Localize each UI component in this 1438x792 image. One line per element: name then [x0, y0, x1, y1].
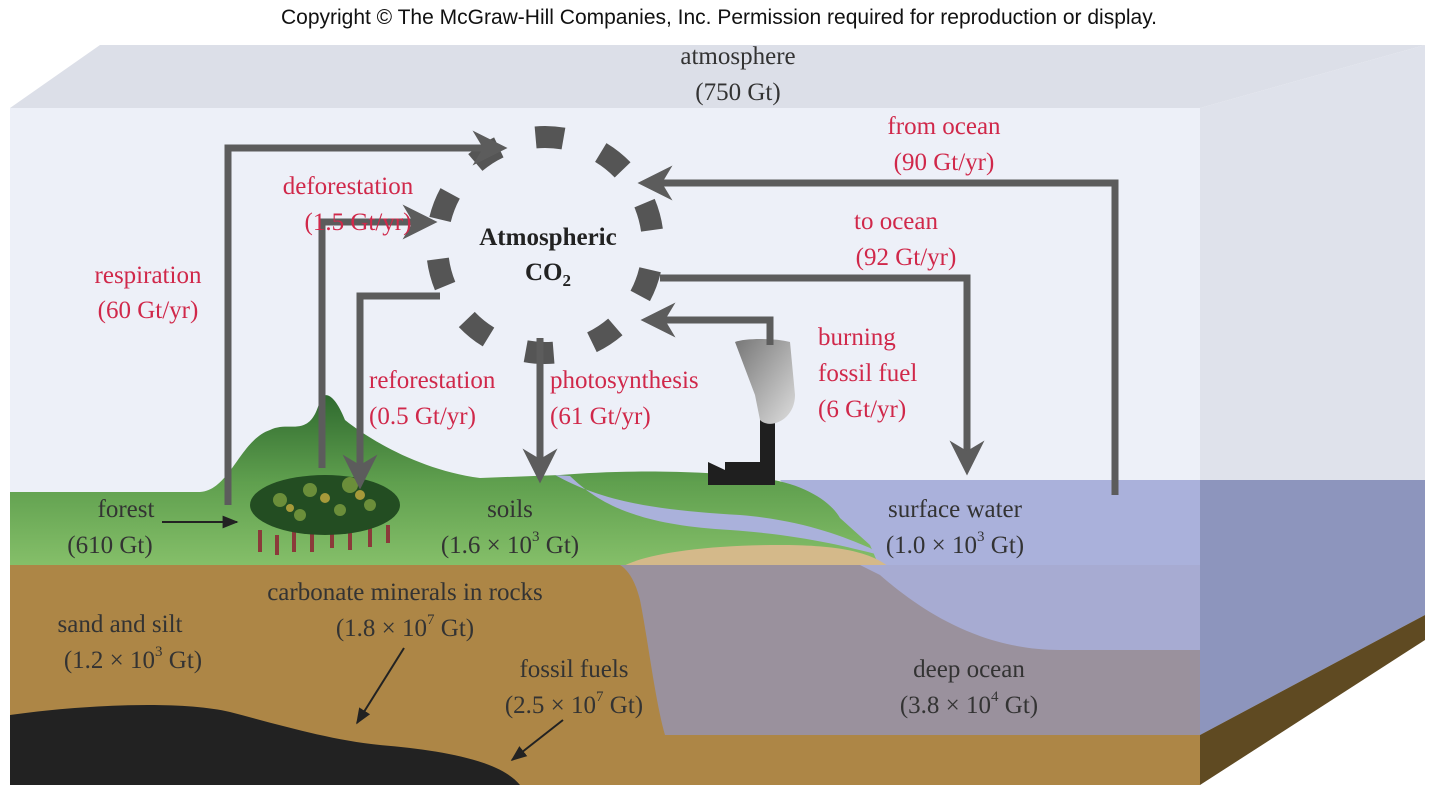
- fossil-fuels-amount: (2.5 × 107 Gt): [505, 689, 643, 719]
- to-ocean-rate: (92 Gt/yr): [856, 244, 957, 271]
- burning-rate: (6 Gt/yr): [818, 396, 906, 423]
- surface-water-label: surface water: [888, 496, 1023, 523]
- fossil-fuels-pointer-arrow: [510, 719, 564, 761]
- forest-label: forest: [98, 496, 155, 523]
- box-top-face: [10, 45, 1425, 108]
- respiration-rate: (60 Gt/yr): [98, 297, 199, 324]
- factory-icon: [708, 339, 795, 485]
- carbonate-pointer-arrow: [356, 647, 405, 725]
- surface-water: [780, 480, 1200, 568]
- to-ocean-label: to ocean: [854, 208, 938, 235]
- right-face-ground: [1200, 615, 1425, 785]
- atmosphere-label: atmosphere: [680, 43, 795, 70]
- reforestation-label: reforestation: [369, 367, 496, 394]
- right-face-water: [1200, 480, 1425, 735]
- to-ocean-arrow: [660, 274, 985, 476]
- atmosphere-amount: (750 Gt): [695, 79, 780, 106]
- beach: [620, 545, 890, 568]
- copyright-notice: Copyright © The McGraw-Hill Companies, I…: [280, 6, 1158, 29]
- forest-trees: [250, 475, 400, 555]
- carbonate-amount: (1.8 × 107 Gt): [336, 612, 474, 642]
- fossil-fuel-deposit: [10, 704, 520, 785]
- burning-fossil-fuel-arrow: [640, 302, 774, 345]
- surface-water-amount: (1.0 × 103 Gt): [886, 529, 1024, 559]
- soils-label: soils: [487, 496, 533, 523]
- atmospheric-co2-label: Atmospheric: [479, 224, 616, 251]
- photosynthesis-rate: (61 Gt/yr): [550, 403, 651, 430]
- fossil-fuel-label: fossil fuel: [818, 360, 917, 387]
- sand-silt-label: sand and silt: [58, 611, 183, 638]
- co2-label: CO2: [525, 259, 571, 290]
- deep-ocean-label: deep ocean: [913, 656, 1025, 683]
- river: [555, 475, 880, 555]
- deforestation-rate: (1.5 Gt/yr): [305, 209, 412, 236]
- deforestation-label: deforestation: [283, 173, 414, 200]
- from-ocean-label: from ocean: [887, 113, 1001, 140]
- sand-silt-amount: (1.2 × 103 Gt): [64, 644, 202, 674]
- carbonate-label: carbonate minerals in rocks: [267, 579, 543, 606]
- ocean-water-upper: [860, 565, 1200, 650]
- respiration-label: respiration: [95, 262, 202, 289]
- from-ocean-rate: (90 Gt/yr): [894, 149, 995, 176]
- deep-ocean-amount: (3.8 × 104 Gt): [900, 689, 1038, 719]
- forest-amount: (610 Gt): [67, 532, 152, 559]
- reforestation-arrow: [342, 292, 440, 490]
- burning-label: burning: [818, 324, 896, 351]
- fossil-fuels-label: fossil fuels: [519, 656, 628, 683]
- soils-amount: (1.6 × 103 Gt): [441, 529, 579, 559]
- respiration-arrow: [224, 130, 508, 505]
- reforestation-rate: (0.5 Gt/yr): [369, 403, 476, 430]
- deforestation-arrow: [318, 204, 438, 468]
- photosynthesis-label: photosynthesis: [550, 367, 699, 394]
- from-ocean-arrow: [637, 165, 1119, 495]
